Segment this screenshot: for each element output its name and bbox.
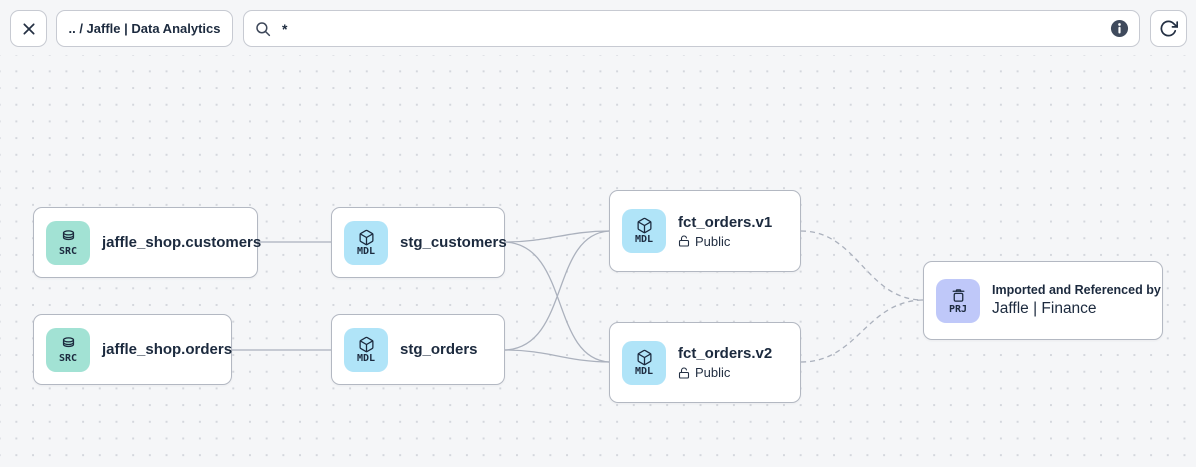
node-title: stg_orders — [400, 341, 478, 358]
info-icon[interactable] — [1110, 19, 1129, 38]
breadcrumb[interactable]: .. / Jaffle | Data Analytics — [56, 10, 233, 47]
node-title: fct_orders.v1 — [678, 213, 773, 231]
refresh-icon — [1159, 19, 1178, 38]
node-title: fct_orders.v2 — [678, 345, 773, 362]
node-jaffle-shop-orders[interactable]: SRC jaffle_shop.orders — [33, 314, 232, 385]
archive-icon — [950, 287, 967, 304]
refresh-button[interactable] — [1150, 10, 1187, 47]
unlock-icon — [678, 235, 690, 247]
node-subtitle: Imported and Referenced by — [992, 283, 1161, 297]
access-label: Public — [695, 365, 731, 380]
breadcrumb-label: .. / Jaffle | Data Analytics — [68, 21, 221, 36]
node-title: jaffle_shop.customers — [102, 234, 262, 251]
close-button[interactable] — [10, 10, 47, 47]
node-title: jaffle_shop.orders — [102, 341, 233, 358]
node-fct-orders-v1[interactable]: MDL fct_orders.v1 Public — [609, 190, 801, 272]
source-badge: SRC — [46, 327, 90, 372]
database-icon — [60, 229, 77, 246]
unlock-icon — [678, 366, 690, 379]
badge-label: PRJ — [948, 303, 968, 315]
edge-v1-project — [800, 230, 924, 301]
node-fct-orders-v2[interactable]: MDL fct_orders.v2 Public — [609, 322, 801, 403]
model-badge: MDL — [622, 209, 666, 253]
edge-stgorders-v2 — [504, 349, 610, 363]
search-input[interactable] — [282, 20, 1102, 37]
project-badge: PRJ — [936, 278, 980, 323]
cube-icon — [636, 349, 653, 366]
edge-stgcustomers-v2 — [504, 241, 610, 363]
database-icon — [60, 336, 77, 353]
access-row: Public — [678, 365, 772, 380]
badge-label: SRC — [58, 352, 78, 364]
search-icon — [254, 20, 272, 38]
node-title: Jaffle | Finance — [992, 300, 1097, 317]
search-bar[interactable] — [243, 10, 1140, 47]
badge-label: SRC — [58, 245, 78, 257]
close-icon — [21, 21, 37, 37]
source-badge: SRC — [46, 220, 90, 265]
model-badge: MDL — [344, 220, 388, 265]
badge-label: MDL — [634, 365, 654, 377]
node-project-jaffle-finance[interactable]: PRJ Imported and Referenced by Jaffle | … — [923, 261, 1163, 340]
node-title: stg_customers — [400, 234, 507, 251]
node-stg-customers[interactable]: MDL stg_customers — [331, 207, 507, 278]
node-stg-orders[interactable]: MDL stg_orders — [331, 314, 505, 385]
edge-stgcustomers-v1 — [504, 230, 610, 243]
cube-icon — [358, 229, 375, 246]
access-row: Public — [678, 234, 772, 249]
model-badge: MDL — [344, 327, 388, 372]
node-jaffle-shop-customers[interactable]: SRC jaffle_shop.customers — [33, 207, 262, 278]
cube-icon — [636, 217, 653, 234]
edge-v2-project — [800, 299, 924, 363]
badge-label: MDL — [356, 352, 376, 364]
model-badge: MDL — [622, 340, 666, 385]
edge-stgorders-v1 — [504, 230, 610, 351]
badge-label: MDL — [356, 245, 376, 257]
badge-label: MDL — [634, 234, 654, 245]
access-label: Public — [695, 233, 731, 249]
cube-icon — [358, 336, 375, 353]
